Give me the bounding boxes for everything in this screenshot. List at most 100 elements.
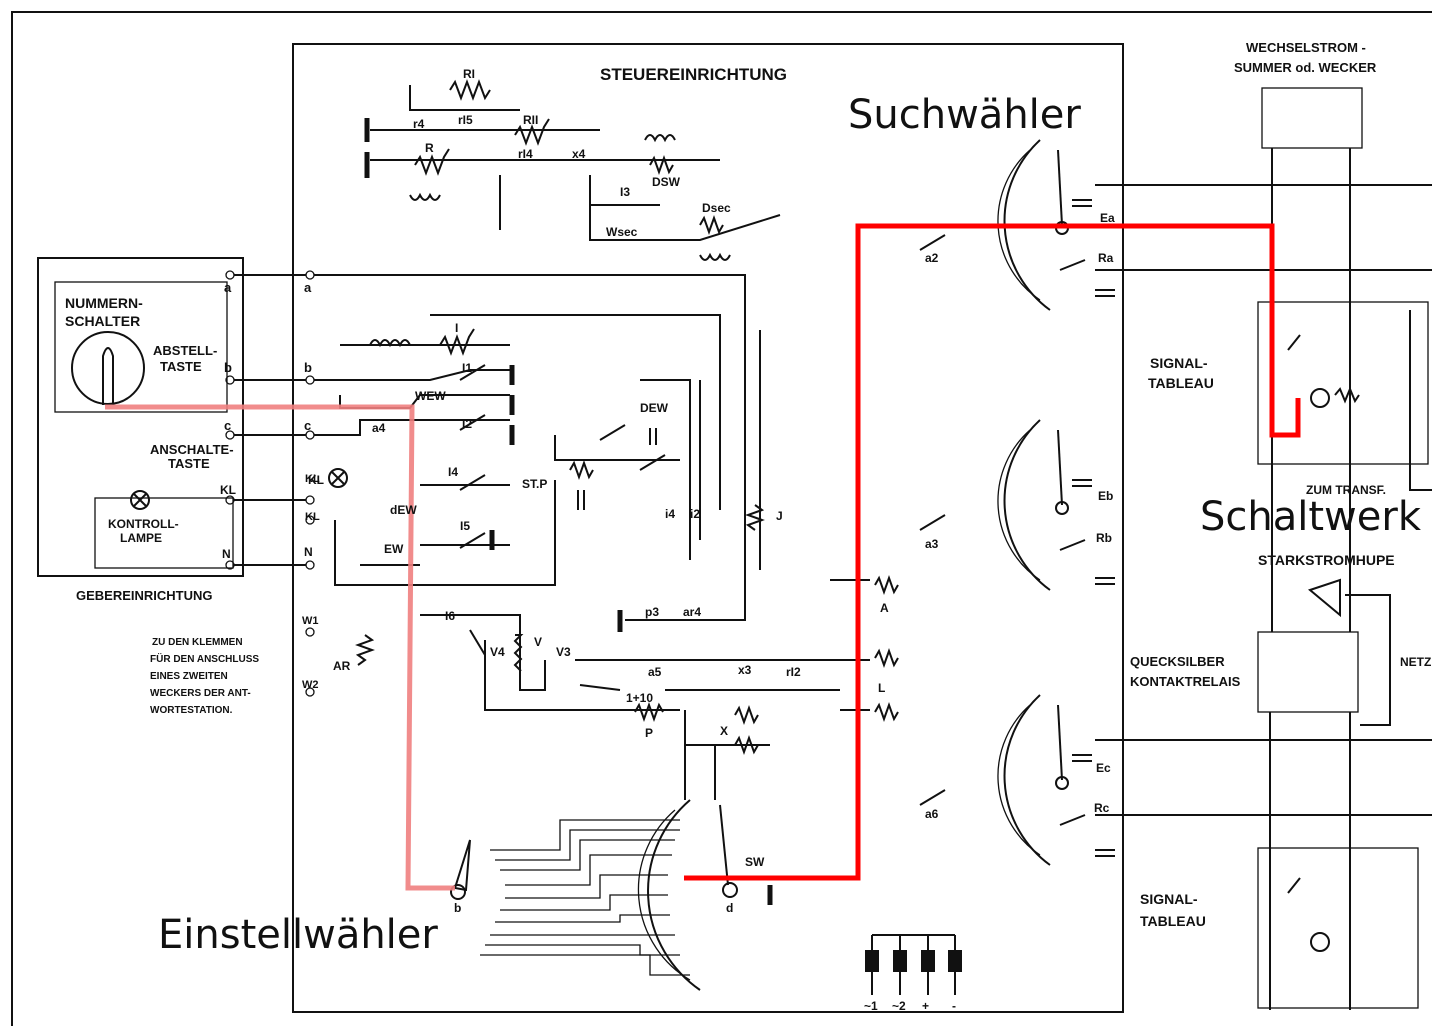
suchwaehler-label: Suchwähler — [848, 92, 1081, 138]
terminal-kl-left: KL — [220, 483, 236, 497]
lamp-icons — [130, 468, 348, 510]
abstelltaste-line2: TASTE — [160, 359, 202, 374]
signal-tableau-bottom-line1: SIGNAL- — [1140, 891, 1198, 907]
capacitors — [577, 199, 1115, 857]
kontrolllampe-line2: LAMPE — [120, 531, 162, 545]
steuereinrichtung-title: STEUEREINRICHTUNG — [600, 65, 787, 84]
terminal-b-left: b — [224, 360, 232, 375]
dial-icon — [71, 331, 145, 405]
terminal-c-left: c — [224, 418, 231, 433]
quecksilber-line2: KONTAKTRELAIS — [1130, 674, 1241, 689]
comp-i4-small: i4 — [665, 507, 675, 521]
comp-ra: Ra — [1098, 251, 1114, 265]
comp-p: P — [645, 726, 653, 740]
comp-sw-bottom: SW — [745, 855, 765, 869]
comp-i4: I4 — [448, 465, 458, 479]
terminal-c-mid: c — [304, 418, 311, 433]
comp-ri5: rI5 — [458, 113, 473, 127]
terminal-kl2-mid: KL — [305, 511, 320, 523]
comp-d: d — [726, 901, 733, 915]
comp-i: I — [455, 321, 458, 335]
terminal-n-left: N — [222, 547, 231, 561]
comp-wew: WEW — [415, 389, 446, 403]
comp-dsw: DSW — [652, 175, 681, 189]
comp-a4: a4 — [372, 421, 386, 435]
comp-a6: a6 — [925, 807, 939, 821]
comp-i1: I1 — [462, 361, 472, 375]
switch-contacts — [459, 234, 1086, 826]
note-line4: WECKERS DER ANT- — [150, 688, 251, 699]
comp-a3: a3 — [925, 537, 939, 551]
comp-b: b — [454, 901, 461, 915]
zum-transf-label: ZUM TRANSF. — [1306, 483, 1386, 497]
signal-tableau-bottom-line2: TABLEAU — [1140, 913, 1206, 929]
note-line3: EINES ZWEITEN — [150, 671, 228, 682]
abstelltaste-line1: ABSTELL- — [153, 343, 217, 358]
comp-a: A — [880, 601, 889, 615]
kontrolllampe-line1: KONTROLL- — [108, 517, 179, 531]
rectifier-symbols — [865, 934, 962, 995]
rect-label-1: ~1 — [864, 999, 878, 1013]
terminal-a-left: a — [224, 280, 232, 295]
wechselstrom-line1: WECHSELSTROM - — [1246, 40, 1366, 55]
comp-ar4: ar4 — [683, 605, 701, 619]
comp-a2: a2 — [925, 251, 939, 265]
comp-x: X — [720, 724, 728, 738]
gebereinrichtung-frame — [37, 257, 244, 577]
terminal-b-mid: b — [304, 360, 312, 375]
comp-x3: x3 — [738, 663, 752, 677]
kontrolllampe-box — [94, 497, 234, 569]
comp-1plus10: 1+10 — [626, 691, 653, 705]
comp-wsec: Wsec — [606, 225, 638, 239]
comp-i2-small: i2 — [690, 507, 700, 521]
suchwaehler-arcs — [997, 139, 1069, 866]
rect-label-3: + — [922, 999, 929, 1013]
comp-ri4: rI4 — [518, 147, 533, 161]
comp-v4: V4 — [490, 645, 505, 659]
starkstromhupe-label: STARKSTROMHUPE — [1258, 552, 1395, 568]
comp-eb: Eb — [1098, 489, 1113, 503]
pink-signal-path — [105, 404, 455, 891]
terminal-n-mid: N — [304, 545, 313, 559]
comp-ea: Ea — [1100, 211, 1115, 225]
comp-p3: p3 — [645, 605, 659, 619]
nummernschalter-line1: NUMMERN- — [65, 295, 143, 311]
comp-rc: Rc — [1094, 801, 1110, 815]
comp-stp: ST.P — [522, 477, 547, 491]
comp-i3: I3 — [620, 185, 630, 199]
einstellwaehler-label: Einstellwähler — [158, 912, 438, 958]
comp-i2: I2 — [462, 417, 472, 431]
signal-tableau-top-line2: TABLEAU — [1148, 375, 1214, 391]
left-terminals — [225, 270, 315, 697]
outer-frame — [11, 11, 1432, 1026]
comp-dew: DEW — [640, 401, 669, 415]
comp-l: L — [878, 681, 885, 695]
comp-ec: Ec — [1096, 761, 1111, 775]
comp-rb: Rb — [1096, 531, 1112, 545]
rect-label-4: - — [952, 999, 956, 1013]
rect-label-2: ~2 — [892, 999, 906, 1013]
comp-ri: RI — [463, 67, 475, 81]
comp-a5: a5 — [648, 665, 662, 679]
comp-j: J — [776, 509, 783, 523]
comp-i5: I5 — [460, 519, 470, 533]
coils — [369, 134, 731, 348]
comp-dsec: Dsec — [702, 201, 731, 215]
comp-ew: EW — [384, 542, 404, 556]
comp-r: R — [425, 141, 434, 155]
red-signal-path — [684, 223, 1301, 881]
nummernschalter-box — [54, 281, 228, 413]
control-wiring — [314, 85, 870, 800]
anschaltetaste-line1: ANSCHALTE- — [150, 442, 234, 457]
note-line2: FÜR DEN ANSCHLUSS — [150, 652, 259, 665]
schaltwerk-wiring — [1095, 87, 1432, 1010]
comp-ri2: rI2 — [786, 665, 801, 679]
comp-dew-small: dEW — [390, 503, 417, 517]
terminal-a-mid: a — [304, 280, 312, 295]
signal-tableau-top-line1: SIGNAL- — [1150, 355, 1208, 371]
terminal-kl1-mid: KL — [305, 473, 320, 485]
note-line1: ZU DEN KLEMMEN — [152, 637, 243, 648]
gebereinrichtung-label: GEBEREINRICHTUNG — [76, 588, 213, 603]
comp-kl: KL — [308, 473, 324, 487]
comp-r4: r4 — [413, 117, 425, 131]
